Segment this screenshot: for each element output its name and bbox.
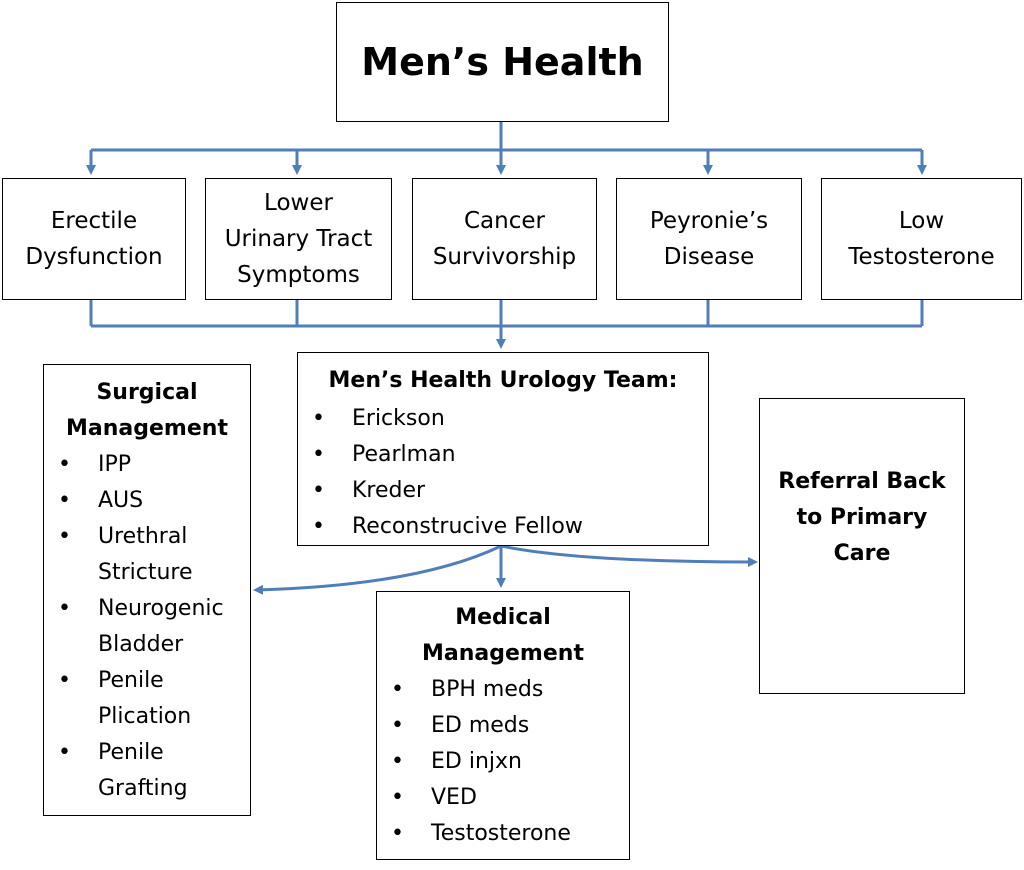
urology-team-list: Erickson Pearlman Kreder Reconstrucive F… <box>298 401 708 545</box>
medical-item: VED <box>377 780 629 816</box>
surgical-management-list: IPP AUS Urethral Stricture Neurogenic Bl… <box>44 447 250 807</box>
team-member: Kreder <box>298 473 708 509</box>
category-cancer-survivorship: Cancer Survivorship <box>412 178 597 300</box>
surgical-item: AUS <box>44 483 250 519</box>
team-member: Reconstrucive Fellow <box>298 509 708 545</box>
medical-item: Testosterone <box>377 816 629 852</box>
surgical-item: Urethral Stricture <box>44 519 250 591</box>
medical-management-list: BPH meds ED meds ED injxn VED Testostero… <box>377 672 629 852</box>
medical-item: BPH meds <box>377 672 629 708</box>
category-erectile-dysfunction: Erectile Dysfunction <box>2 178 186 300</box>
urology-team-header: Men’s Health Urology Team: <box>328 368 678 393</box>
team-member: Pearlman <box>298 437 708 473</box>
category-low-testosterone: Low Testosterone <box>821 178 1022 300</box>
surgical-management-box: Surgical Management IPP AUS Urethral Str… <box>43 364 251 816</box>
surgical-management-header: Surgical Management <box>66 380 228 441</box>
medical-management-header: Medical Management <box>422 605 584 666</box>
title-box: Men’s Health <box>336 2 669 122</box>
category-lower-urinary-tract-symptoms: Lower Urinary Tract Symptoms <box>205 178 392 300</box>
medical-item: ED meds <box>377 708 629 744</box>
arrow-to-referral <box>500 544 758 567</box>
surgical-item: Penile Grafting <box>44 735 250 807</box>
surgical-item: Neurogenic Bladder <box>44 591 250 663</box>
arrow-to-surgical <box>253 544 502 595</box>
surgical-item: IPP <box>44 447 250 483</box>
category-peyronies-disease: Peyronie’s Disease <box>616 178 802 300</box>
referral-box: Referral Back to Primary Care <box>759 398 965 694</box>
urology-team-box: Men’s Health Urology Team: Erickson Pear… <box>297 352 709 546</box>
team-member: Erickson <box>298 401 708 437</box>
medical-item: ED injxn <box>377 744 629 780</box>
surgical-item: Penile Plication <box>44 663 250 735</box>
medical-management-box: Medical Management BPH meds ED meds ED i… <box>376 591 630 860</box>
